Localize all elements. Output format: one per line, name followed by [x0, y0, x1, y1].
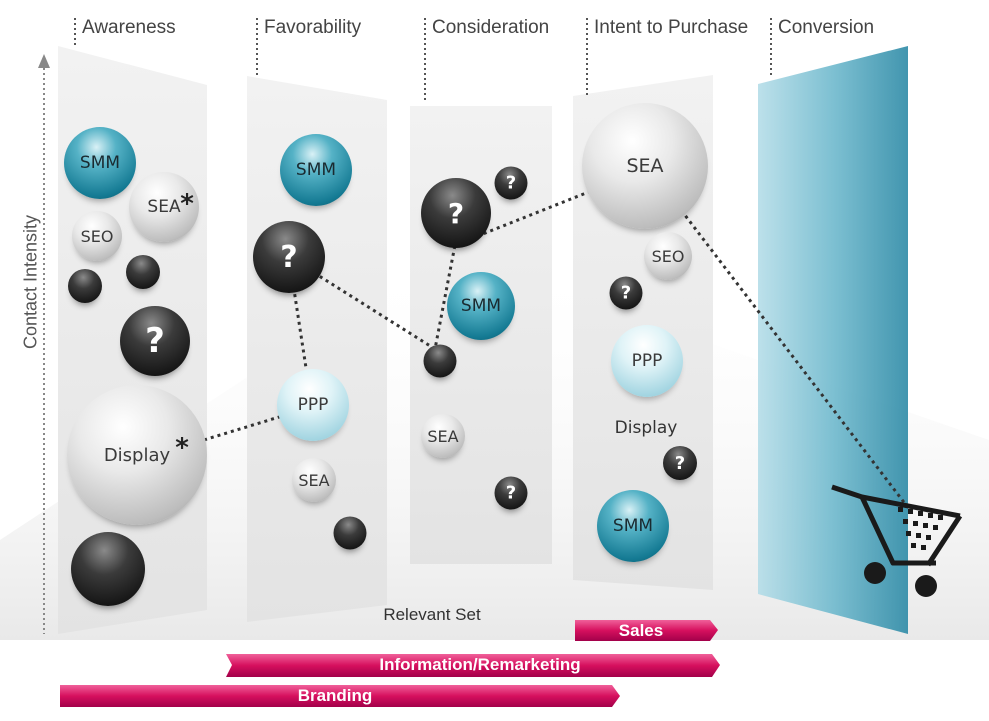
stage-label-conversion: Conversion [778, 17, 875, 38]
bubble-smm: SMM [64, 127, 136, 199]
bubble-display: Display [67, 385, 207, 525]
bubble-unknown: ? [120, 306, 190, 376]
asterisk-marker: * [175, 433, 189, 463]
panel-conversion [758, 46, 908, 634]
bubble-unknown: ? [494, 166, 528, 200]
y-axis-label: Contact Intensity [20, 214, 41, 350]
bubble-ppp: PPP [277, 369, 349, 441]
bubble-seo: SEO [644, 232, 692, 280]
asterisk-marker: * [180, 189, 194, 219]
bubble-dark [423, 344, 457, 378]
relevant-set-label: Relevant Set [383, 605, 481, 624]
panel-favorability [247, 76, 387, 622]
bubble-unknown: ? [421, 178, 491, 248]
bubble-sea: SEA [292, 458, 336, 502]
arrow-up-icon [38, 54, 50, 634]
bubble-unknown: ? [253, 221, 325, 293]
bar-sales [575, 620, 718, 641]
bubble-dark [71, 532, 145, 606]
bubble-unknown: ? [494, 476, 528, 510]
bubble-dark [126, 255, 160, 289]
stage-label-consideration: Consideration [432, 17, 550, 38]
stage-label-awareness: Awareness [82, 17, 176, 38]
bubble-smm: SMM [597, 490, 669, 562]
stage-connectors [74, 18, 772, 103]
bubble-ppp: PPP [611, 325, 683, 397]
bubble-seo: SEO [72, 211, 122, 261]
bubble-dark [68, 269, 102, 303]
stage-label-favorability: Favorability [264, 17, 362, 38]
bar-branding [60, 685, 620, 707]
bar-label-remarketing: Information/Remarketing [379, 655, 581, 674]
label-display: Display [614, 418, 678, 438]
bubble-sea: SEA [421, 414, 465, 458]
shopping-cart-icon [831, 484, 963, 597]
bar-label-sales: Sales [618, 621, 664, 640]
bubble-smm: SMM [447, 272, 515, 340]
bubble-unknown: ? [609, 276, 643, 310]
bubble-sea: SEA [129, 172, 199, 242]
bubble-sea: SEA [582, 103, 708, 229]
bubble-smm: SMM [280, 134, 352, 206]
bubble-dark [333, 516, 367, 550]
bubble-unknown: ? [663, 446, 697, 480]
stage-label-intent: Intent to Purchase [594, 17, 749, 38]
bar-remarketing [226, 654, 720, 677]
process-bars [60, 620, 720, 707]
bar-label-branding: Branding [297, 686, 373, 705]
